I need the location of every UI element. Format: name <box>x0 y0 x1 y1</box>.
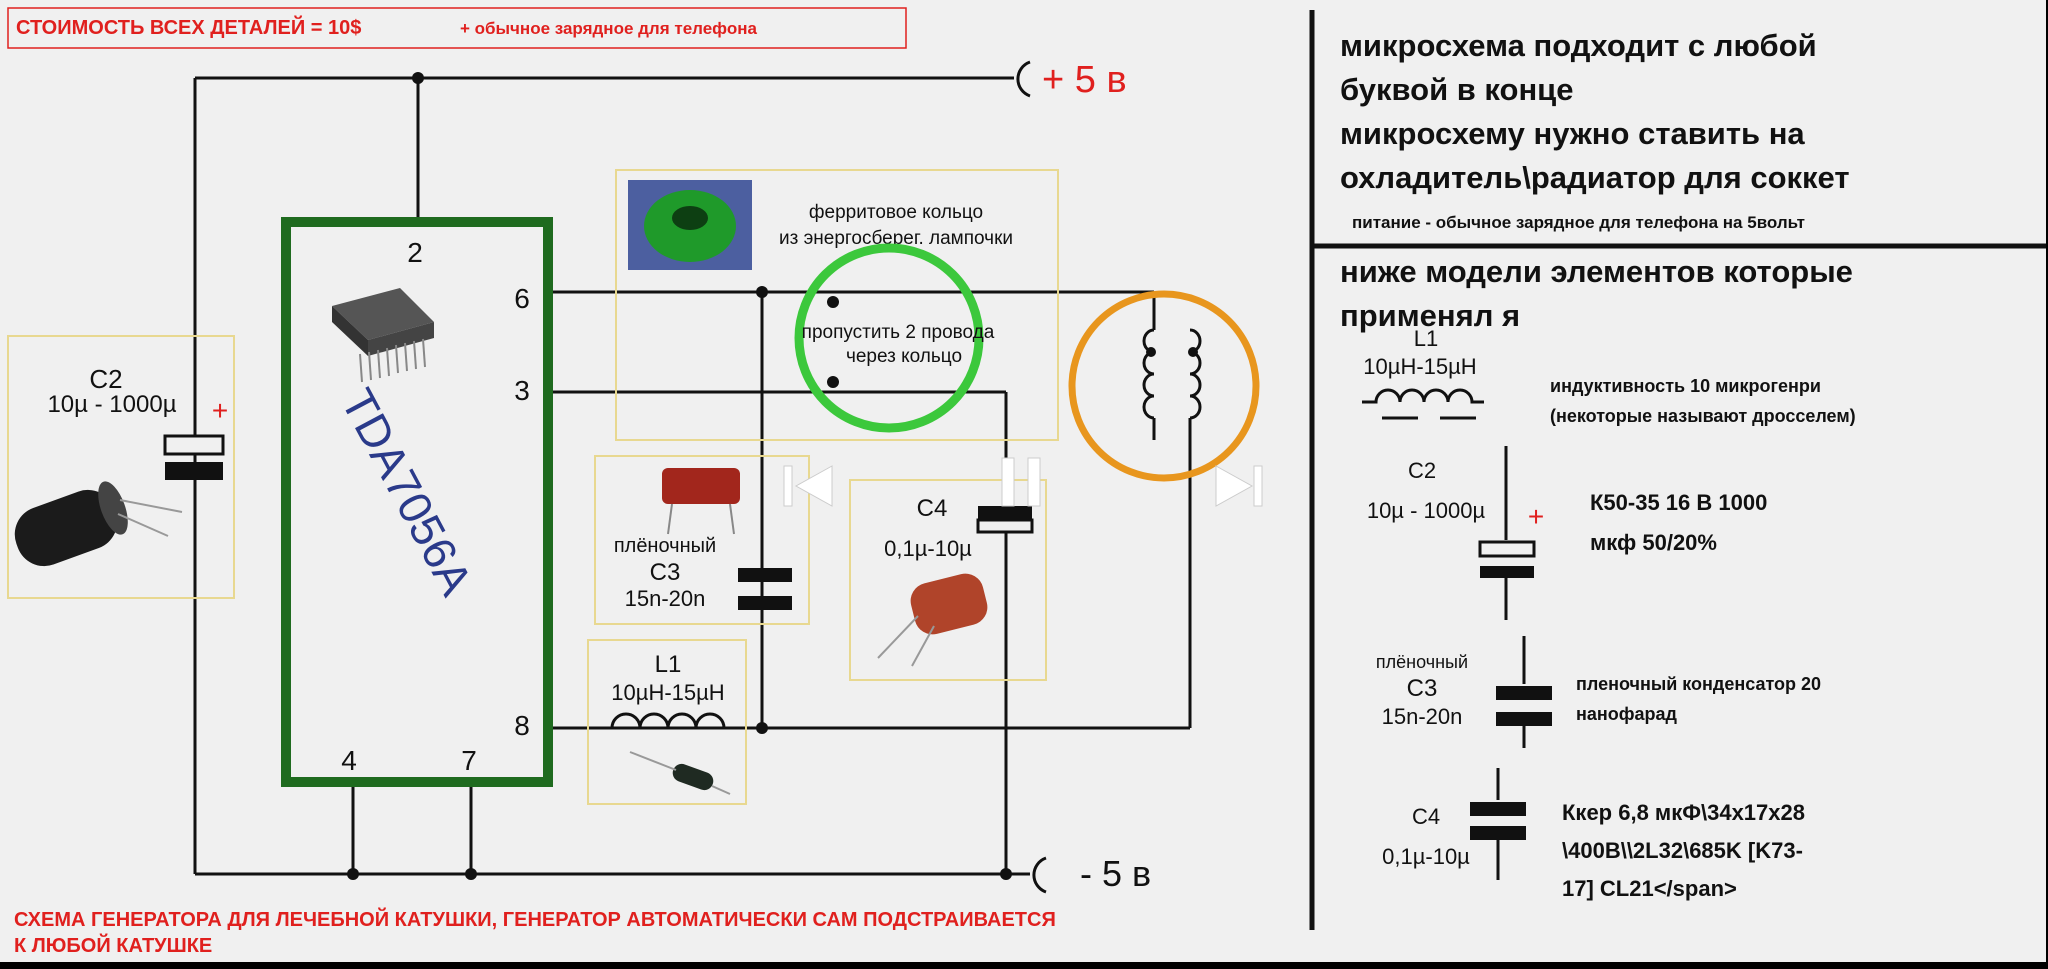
c2-plate-top <box>163 434 225 456</box>
model-c3-name: C3 <box>1407 675 1438 702</box>
model-l1-value: 10µH-15µH <box>1363 354 1476 379</box>
ferrite-label-1: ферритовое кольцо <box>809 202 983 223</box>
l1-coil-symbol <box>610 712 726 729</box>
model-c4-value: 0,1µ-10µ <box>1382 844 1470 869</box>
model-c3-desc-1: пленочный конденсатор 20 <box>1576 674 1821 694</box>
pin-6-label: 6 <box>514 283 530 314</box>
c3-value: 15n-20n <box>625 586 706 611</box>
c2-component-box: C2 10µ - 1000µ + <box>7 335 235 599</box>
pin-8-label: 8 <box>514 710 530 741</box>
footer-line-2: К ЛЮБОЙ КАТУШКЕ <box>14 933 212 957</box>
tda7056a-chip: 2 6 3 8 4 7 TDA7056A <box>281 217 553 787</box>
note-line-2: буквой в конце <box>1340 72 1573 107</box>
pause-icon[interactable] <box>994 456 1046 512</box>
c4-name: C4 <box>917 495 948 522</box>
film-capacitor-photo <box>662 468 740 535</box>
note-line-5: питание - обычное зарядное для телефона … <box>1352 213 1805 232</box>
l1-component-box: L1 10µH-15µH <box>587 639 747 805</box>
c3-type: плёночный <box>614 535 716 557</box>
footer-line-1: СХЕМА ГЕНЕРАТОРА ДЛЯ ЛЕЧЕБНОЙ КАТУШКИ, Г… <box>14 907 1056 931</box>
model-c3: плёночный C3 15n-20n пленочный конденсат… <box>1376 636 1821 748</box>
model-c4-desc-1: Ккер 6,8 мкФ\34x17x28 <box>1562 800 1805 825</box>
model-c4: C4 0,1µ-10µ Ккер 6,8 мкФ\34x17x28 \400В\… <box>1382 768 1805 901</box>
ceramic-capacitor-photo <box>877 573 988 667</box>
model-c4-desc-2: \400В\\2L32\685K [K73- <box>1562 838 1803 863</box>
c2-plate-bottom <box>165 462 223 480</box>
ferrite-label-2: из энергосберег. лампочки <box>779 228 1013 249</box>
c3-name: C3 <box>650 559 681 586</box>
c2-polarity: + <box>212 395 228 426</box>
note-line-1: микросхема подходит с любой <box>1340 28 1817 63</box>
ferrite-note-1: пропустить 2 провода <box>802 322 995 343</box>
model-l1-desc-2: (некоторые называют дросселем) <box>1550 406 1856 426</box>
model-c2-value: 10µ - 1000µ <box>1367 498 1486 523</box>
model-c2-polarity: + <box>1528 501 1544 532</box>
chip-photo <box>332 288 434 383</box>
ferrite-ring-box: ферритовое кольцо из энергосберег. лампо… <box>615 169 1059 441</box>
pin-3-label: 3 <box>514 375 530 406</box>
electrolytic-capacitor-photo <box>14 481 183 567</box>
c3-component-box: плёночный C3 15n-20n <box>594 455 810 625</box>
model-l1: L1 10µH-15µH индуктивность 10 микрогенри… <box>1362 326 1856 426</box>
model-c2: C2 10µ - 1000µ + К50-35 16 В 1000 мкф 50… <box>1367 446 1767 620</box>
model-c3-value: 15n-20n <box>1382 704 1463 729</box>
model-c2-desc-1: К50-35 16 В 1000 <box>1590 490 1767 515</box>
power-plus-terminal: + 5 в <box>1010 59 1127 101</box>
model-c4-desc-3: 17] CL21</span> <box>1562 876 1737 901</box>
cost-header: СТОИМОСТЬ ВСЕХ ДЕТАЛЕЙ = 10$ + обычное з… <box>7 7 907 49</box>
minus-5v-label: - 5 в <box>1080 853 1151 894</box>
pin-7-label: 7 <box>461 745 477 776</box>
plus-5v-label: + 5 в <box>1042 59 1127 101</box>
c2-value: 10µ - 1000µ <box>47 391 176 418</box>
l1-name: L1 <box>655 651 682 678</box>
model-l1-desc-1: индуктивность 10 микрогенри <box>1550 376 1821 396</box>
cost-title: СТОИМОСТЬ ВСЕХ ДЕТАЛЕЙ = 10$ <box>16 15 361 39</box>
models-panel: ниже модели элементов которые применял я… <box>1340 254 1856 901</box>
skip-next-icon[interactable] <box>1210 458 1270 510</box>
note-line-4: охладитель\радиатор для соккет <box>1340 160 1850 195</box>
c4-component-box: C4 0,1µ-10µ <box>849 479 1047 681</box>
pin-4-label: 4 <box>341 745 357 776</box>
models-title-1: ниже модели элементов которые <box>1340 254 1853 289</box>
models-title-2: применял я <box>1340 298 1520 333</box>
ferrite-ring-circle <box>794 243 984 433</box>
cost-note: + обычное зарядное для телефона <box>460 19 757 38</box>
inductor-photo <box>629 751 731 795</box>
l1-value: 10µH-15µH <box>611 680 724 705</box>
ferrite-note-2: через кольцо <box>846 346 962 367</box>
model-c2-name: C2 <box>1408 458 1436 483</box>
pin-2-label: 2 <box>407 237 423 268</box>
coil-ring-circle <box>1068 290 1260 482</box>
output-coil <box>1068 290 1260 482</box>
model-c3-desc-2: нанофарад <box>1576 704 1678 724</box>
note-line-3: микросхему нужно ставить на <box>1340 116 1805 151</box>
model-l1-name: L1 <box>1414 326 1438 351</box>
power-minus-terminal: - 5 в <box>1006 853 1151 894</box>
skip-previous-icon[interactable] <box>776 458 836 510</box>
c2-name: C2 <box>89 364 122 394</box>
model-c3-type: плёночный <box>1376 652 1468 672</box>
model-c4-name: C4 <box>1412 804 1440 829</box>
model-c2-desc-2: мкф 50/20% <box>1590 530 1717 555</box>
c4-value: 0,1µ-10µ <box>884 536 972 561</box>
notes-panel: микросхема подходит с любой буквой в кон… <box>1340 28 1850 232</box>
